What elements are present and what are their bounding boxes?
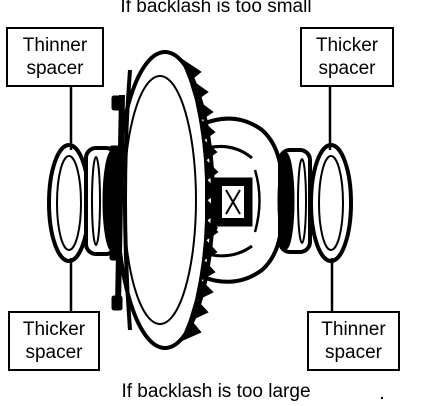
ring-gear: [108, 50, 220, 350]
label-thinner-spacer-top-left: Thinner spacer: [6, 27, 104, 87]
label-thicker-spacer-bottom-left: Thicker spacer: [8, 311, 100, 371]
label-text-bottom-right: Thinner spacer: [321, 319, 386, 363]
label-text-bottom-left: Thicker spacer: [22, 319, 86, 363]
right-spacer-ring: [309, 143, 353, 263]
right-bearing: [277, 148, 312, 254]
label-text-top-right: Thicker spacer: [315, 35, 379, 79]
label-thinner-spacer-bottom-right: Thinner spacer: [307, 311, 400, 371]
caption-backlash-too-small: If backlash is too small: [120, 0, 312, 17]
stray-mark: [380, 396, 384, 400]
label-text-top-left: Thinner spacer: [22, 35, 88, 79]
caption-backlash-too-large: If backlash is too large: [121, 381, 311, 402]
differential-case: [198, 116, 285, 284]
ring-gear-teeth: [179, 57, 220, 342]
label-thicker-spacer-top-right: Thicker spacer: [300, 27, 394, 87]
leader-lines: [69, 87, 334, 311]
left-spacer-ring: [47, 143, 91, 263]
ring-gear-bolts: [108, 95, 123, 311]
